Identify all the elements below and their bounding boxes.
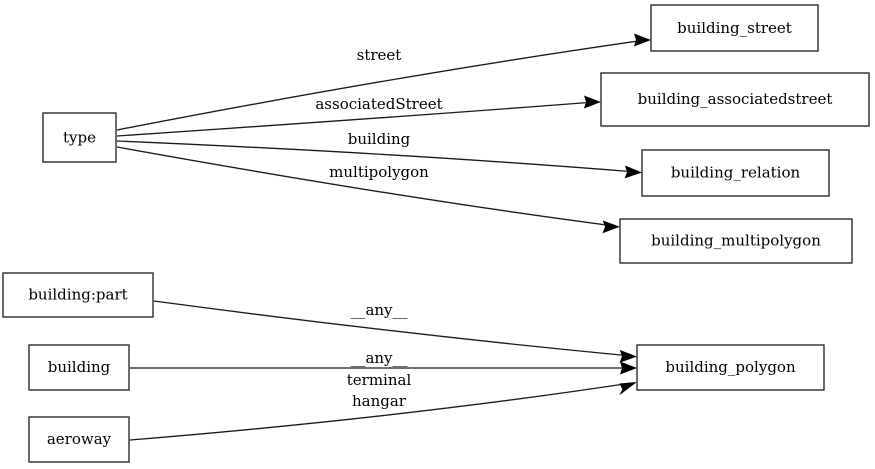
edge-path — [116, 140, 637, 173]
node-label: building_polygon — [665, 358, 796, 376]
edge-label-building: building — [348, 130, 411, 148]
edge-path — [116, 146, 615, 227]
node-box — [28, 416, 130, 463]
arrowhead-icon — [634, 33, 651, 47]
edge-label-layer: street associatedStreet building multipo… — [315, 46, 442, 410]
edge-layer — [116, 33, 651, 441]
node-label: building_multipolygon — [651, 232, 821, 250]
node-box — [2, 272, 154, 318]
edge-path — [153, 300, 632, 357]
node-label: building_relation — [671, 164, 801, 182]
edge-aeroway-building_polygon[interactable] — [129, 382, 637, 441]
edge-type-building_multipolygon[interactable] — [116, 146, 620, 234]
edge-label-hangar: hangar — [352, 392, 407, 410]
node-box — [650, 4, 819, 52]
node-label: building — [48, 358, 111, 376]
node-box — [636, 344, 825, 391]
node-type[interactable]: type — [42, 112, 117, 163]
node-box — [619, 218, 853, 264]
node-label: building_street — [677, 19, 792, 37]
edge-type-building_associatedstreet[interactable] — [116, 95, 601, 137]
arrowhead-icon — [619, 350, 637, 363]
arrowhead-icon — [619, 382, 637, 396]
edge-type-building_street[interactable] — [116, 33, 651, 131]
edge-type-building_relation[interactable] — [116, 140, 642, 179]
edge-label-terminal: terminal — [347, 371, 412, 389]
node-aeroway[interactable]: aeroway — [28, 416, 130, 463]
node-label: building_associatedstreet — [638, 90, 833, 108]
edge-building_part-building_polygon[interactable] — [153, 300, 637, 363]
arrowhead-icon — [624, 165, 642, 179]
node-box — [600, 72, 870, 127]
node-building-multipolygon[interactable]: building_multipolygon — [619, 218, 853, 264]
arrowhead-icon — [602, 220, 620, 234]
arrowhead-icon — [620, 361, 637, 375]
node-building-polygon[interactable]: building_polygon — [636, 344, 825, 391]
edge-label-any-mid: __any__ — [350, 349, 408, 367]
edge-path — [116, 101, 596, 137]
edge-label-associatedstreet: associatedStreet — [315, 95, 442, 113]
arrowhead-icon — [584, 95, 601, 109]
node-box — [641, 149, 830, 197]
node-building-part[interactable]: building:part — [2, 272, 154, 318]
node-label: aeroway — [47, 430, 112, 448]
node-building[interactable]: building — [28, 344, 130, 391]
node-building-associatedstreet[interactable]: building_associatedstreet — [600, 72, 870, 127]
node-label: building:part — [28, 286, 127, 304]
edge-path — [129, 382, 632, 441]
node-box — [28, 344, 130, 391]
node-building-street[interactable]: building_street — [650, 4, 819, 52]
node-label: type — [63, 129, 96, 147]
node-box — [42, 112, 117, 163]
edge-label-multipolygon: multipolygon — [329, 163, 429, 181]
edge-path — [116, 39, 646, 131]
node-layer: type building_street building_associated… — [2, 4, 870, 463]
edge-building-building_polygon[interactable] — [130, 361, 637, 375]
edge-label-any-top: __any__ — [350, 301, 408, 319]
node-building-relation[interactable]: building_relation — [641, 149, 830, 197]
edge-label-street: street — [357, 46, 402, 64]
